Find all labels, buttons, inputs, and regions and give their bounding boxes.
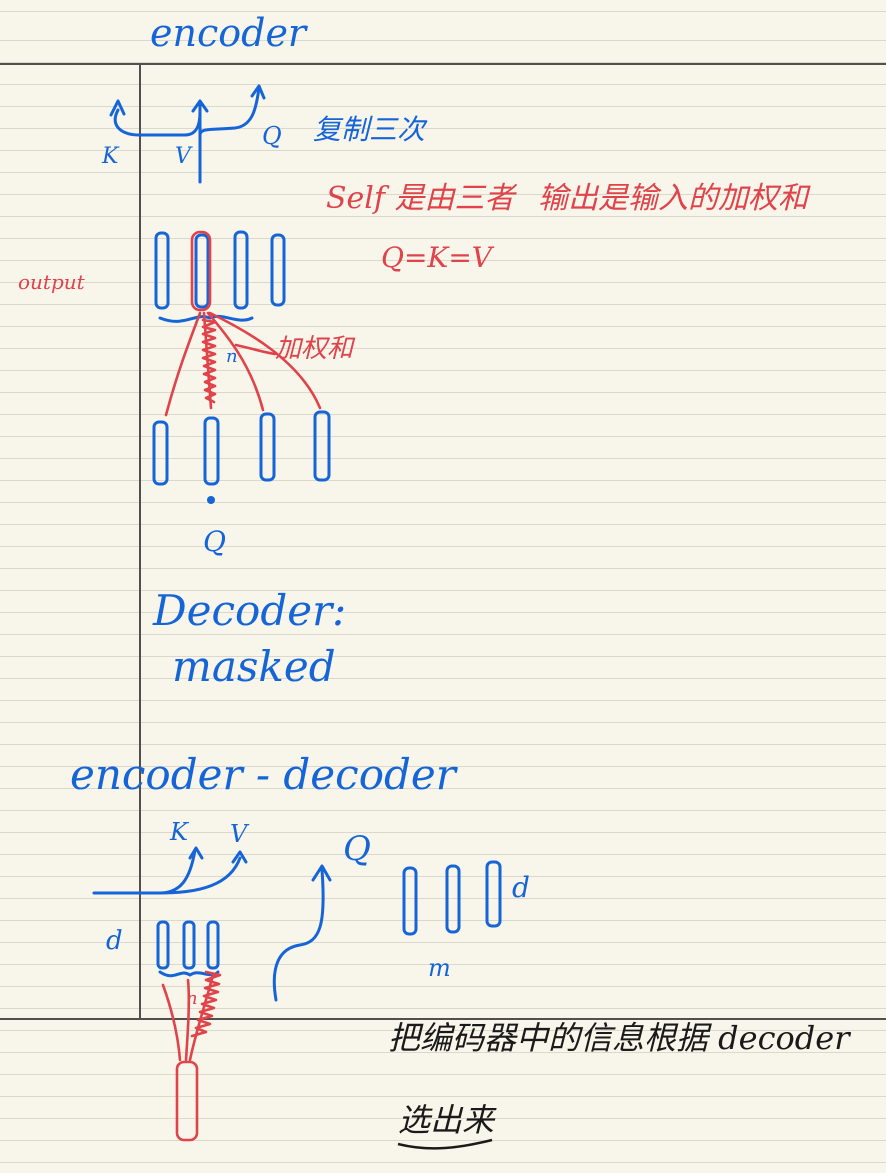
q-label: Q: [262, 122, 282, 150]
ed-d-left-label: d: [106, 926, 123, 956]
encoder-brace: [158, 314, 254, 323]
ed-q-arrow: [272, 864, 332, 1002]
encoder-decoder-title: encoder - decoder: [70, 750, 456, 799]
select-info-note-line1: 把编码器中的信息根据 decoder: [388, 1019, 850, 1057]
encoder-input-vectors: [152, 410, 331, 504]
output-weighted-sum-note: 输出是输入的加权和: [538, 181, 808, 216]
copy-three-times-note: 复制三次: [313, 113, 426, 146]
note-underline: [397, 1138, 493, 1150]
output-label: output: [18, 270, 85, 294]
ed-encoder-vectors: [156, 920, 220, 978]
ed-m-label: m: [428, 954, 451, 982]
ed-decoder-vectors: [402, 860, 502, 936]
select-info-note-line2: 选出来: [398, 1101, 495, 1139]
ed-k-label: K: [170, 818, 188, 846]
encoder-title: encoder: [150, 11, 307, 55]
ed-q-label: Q: [343, 829, 371, 869]
encoder-output-vectors: [154, 230, 286, 312]
ed-red-attention: [161, 970, 222, 1142]
ed-v-label: V: [230, 820, 248, 848]
left-margin-line: [139, 64, 141, 1019]
ed-kv-arrows: [92, 846, 248, 895]
masked-label: masked: [172, 642, 336, 691]
bottom-q-label: Q: [203, 525, 226, 558]
n-label: n: [226, 346, 238, 367]
qkv-equal-note: Q=K=V: [381, 241, 493, 274]
encoder-copy-arrows: [109, 84, 266, 184]
decoder-title: Decoder:: [153, 586, 347, 635]
top-margin-line: [0, 63, 886, 65]
ed-n-label: n: [186, 988, 198, 1009]
highlighted-output-vector: [190, 230, 212, 312]
bottom-margin-line: [0, 1018, 886, 1020]
self-attention-note: Self 是由三者: [326, 181, 515, 216]
k-label: K: [102, 144, 119, 169]
v-label: V: [175, 144, 191, 169]
weighted-sum-label: 加权和: [275, 334, 354, 364]
encoder-attention-lines: [164, 311, 322, 417]
ed-d-right-label: d: [512, 871, 530, 904]
